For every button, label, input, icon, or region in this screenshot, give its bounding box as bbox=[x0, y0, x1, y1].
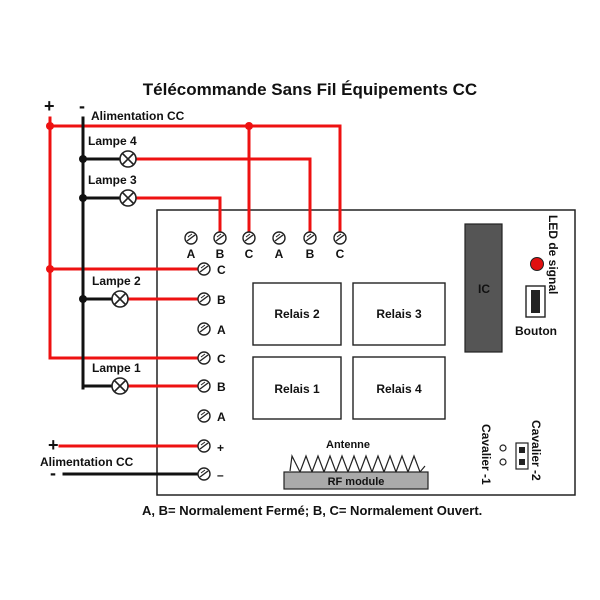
antenna-coil bbox=[289, 453, 426, 474]
relay-3: Relais 3 bbox=[352, 282, 446, 346]
lamp-4: Lampe 4 bbox=[88, 134, 137, 168]
push-button bbox=[525, 285, 546, 318]
left-terminal-label: – bbox=[217, 468, 224, 482]
lamp-2-label: Lampe 2 bbox=[92, 274, 141, 288]
top-terminal-label: A bbox=[187, 247, 196, 261]
button-label: Bouton bbox=[515, 324, 557, 338]
jumper-2-label: Cavalier -2 bbox=[529, 420, 543, 481]
lamp-1: Lampe 1 bbox=[92, 361, 141, 395]
led-label: LED de signal bbox=[546, 215, 560, 294]
top-terminal-label: C bbox=[245, 247, 254, 261]
left-terminal-label: A bbox=[217, 323, 226, 337]
ic-chip: IC bbox=[464, 223, 503, 353]
power-bottom-label: Alimentation CC bbox=[40, 455, 134, 469]
lamp-2: Lampe 2 bbox=[92, 274, 141, 308]
relay-1-label: Relais 1 bbox=[274, 382, 320, 396]
jumper-1-label: Cavalier -1 bbox=[479, 424, 493, 485]
relay-2: Relais 2 bbox=[252, 282, 342, 346]
left-terminal-label: C bbox=[217, 263, 226, 277]
top-terminal-label: B bbox=[306, 247, 315, 261]
left-terminal-label: B bbox=[217, 380, 226, 394]
top-terminal-label: B bbox=[216, 247, 225, 261]
positive-wires bbox=[48, 116, 342, 448]
rf-module: RF module bbox=[283, 471, 429, 490]
footer-note: A, B= Normalement Fermé; B, C= Normaleme… bbox=[142, 503, 482, 518]
lamp-1-label: Lampe 1 bbox=[92, 361, 141, 375]
top-terminals: A B C A B C bbox=[184, 231, 347, 261]
lamp-3-label: Lampe 3 bbox=[88, 173, 137, 187]
left-terminal-label: + bbox=[217, 441, 224, 455]
jumper-1-pins bbox=[499, 444, 507, 466]
rf-module-label: RF module bbox=[328, 476, 385, 488]
power-bottom-minus: - bbox=[50, 463, 56, 483]
left-terminal-label: A bbox=[217, 410, 226, 424]
relay-2-label: Relais 2 bbox=[274, 307, 320, 321]
power-top-minus: - bbox=[79, 96, 85, 116]
left-terminals: C B A C B A + – bbox=[197, 262, 226, 482]
lamp-3: Lampe 3 bbox=[88, 173, 137, 207]
left-terminal-label: B bbox=[217, 293, 226, 307]
power-top-label: Alimentation CC bbox=[91, 109, 185, 123]
ic-label: IC bbox=[478, 282, 490, 296]
power-bottom-plus: + bbox=[48, 435, 59, 455]
relay-1: Relais 1 bbox=[252, 356, 342, 420]
top-terminal-label: A bbox=[275, 247, 284, 261]
lamp-4-label: Lampe 4 bbox=[88, 134, 137, 148]
relay-4: Relais 4 bbox=[352, 356, 446, 420]
left-terminal-label: C bbox=[217, 352, 226, 366]
diagram-title: Télécommande Sans Fil Équipements CC bbox=[143, 80, 477, 99]
signal-led bbox=[530, 257, 544, 271]
jumper-2-pins bbox=[515, 442, 529, 470]
relay-3-label: Relais 3 bbox=[376, 307, 422, 321]
antenna-label: Antenne bbox=[326, 439, 370, 451]
relay-4-label: Relais 4 bbox=[376, 382, 422, 396]
power-top-plus: + bbox=[44, 96, 55, 116]
junction-dots bbox=[46, 122, 253, 303]
top-terminal-label: C bbox=[336, 247, 345, 261]
